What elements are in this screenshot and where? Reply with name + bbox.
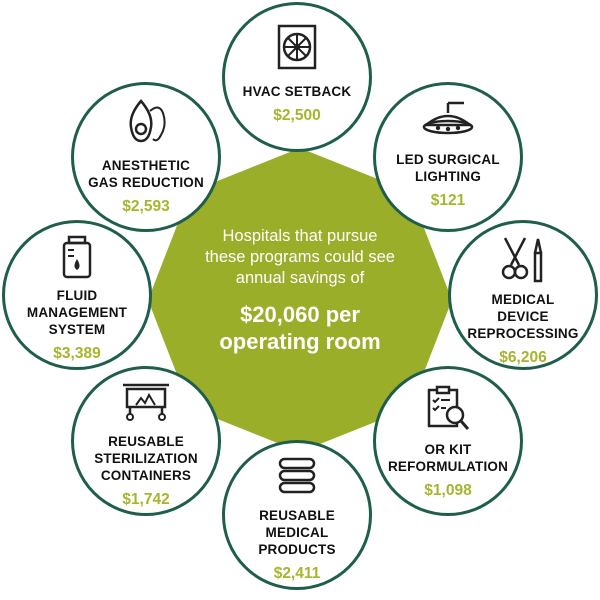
- label-line: PRODUCTS: [258, 542, 336, 557]
- label-line: LED SURGICAL: [396, 152, 500, 167]
- label-line: MANAGEMENT: [26, 305, 128, 320]
- sterilization-cart-icon: [123, 383, 169, 421]
- program-value: $6,206: [499, 349, 547, 366]
- program-medical-device-reprocessing: MEDICAL DEVICE REPROCESSING $6,206: [448, 220, 598, 370]
- clipboard-magnifier-icon: [427, 385, 470, 430]
- program-value: $2,593: [122, 198, 170, 215]
- label-line: LIGHTING: [414, 169, 482, 184]
- program-hvac-setback: HVAC SETBACK $2,500: [222, 2, 372, 152]
- center-message: Hospitals that pursue these programs cou…: [190, 226, 410, 355]
- program-or-kit-reformulation: OR KIT REFORMULATION $1,098: [373, 366, 523, 516]
- program-value: $2,411: [273, 565, 321, 582]
- folded-linens-icon: [278, 457, 316, 494]
- program-label: FLUID MANAGEMENT SYSTEM: [5, 287, 149, 338]
- label-line: REUSABLE: [108, 434, 184, 449]
- label-line: FLUID: [56, 288, 98, 303]
- program-led-surgical-lighting: LED SURGICAL LIGHTING $121: [373, 82, 523, 232]
- program-value: $1,742: [122, 491, 170, 508]
- program-label: OR KIT REFORMULATION: [376, 441, 520, 475]
- label-line: OR KIT: [424, 442, 472, 457]
- surgical-light-icon: [422, 101, 474, 135]
- program-label: MEDICAL DEVICE REPROCESSING: [451, 291, 595, 342]
- fluid-canister-icon: [62, 235, 92, 279]
- label-line: HVAC SETBACK: [242, 84, 352, 99]
- program-value: $3,389: [53, 345, 101, 362]
- program-reusable-medical-products: REUSABLE MEDICAL PRODUCTS $2,411: [222, 440, 372, 590]
- center-scalloped-shape: [148, 148, 452, 452]
- program-label: REUSABLE MEDICAL PRODUCTS: [225, 507, 369, 558]
- center-line-3: annual savings of: [235, 269, 365, 287]
- label-line: GAS REDUCTION: [88, 175, 204, 190]
- label-line: REUSABLE: [259, 508, 335, 523]
- program-label: ANESTHETIC GAS REDUCTION: [74, 157, 218, 191]
- label-line: ANESTHETIC: [101, 158, 191, 173]
- gas-mask-icon: [129, 99, 166, 143]
- program-label: LED SURGICAL LIGHTING: [376, 151, 520, 185]
- center-amount: $20,060 per operating room: [190, 301, 410, 355]
- label-line: SYSTEM: [48, 322, 106, 337]
- program-value: $1,098: [424, 482, 472, 499]
- program-fluid-management-system: FLUID MANAGEMENT SYSTEM $3,389: [2, 220, 152, 370]
- center-amount-line-2: operating room: [219, 329, 381, 354]
- center-line-2: these programs could see: [205, 248, 395, 266]
- label-line: REPROCESSING: [467, 326, 579, 341]
- vent-fan-icon: [277, 24, 317, 70]
- surgical-tools-icon: [501, 237, 543, 283]
- program-label: REUSABLE STERILIZATION CONTAINERS: [74, 433, 218, 484]
- label-line: MEDICAL: [491, 292, 555, 307]
- center-line-1: Hospitals that pursue: [222, 227, 378, 245]
- label-line: STERILIZATION: [94, 451, 198, 466]
- label-line: REFORMULATION: [387, 459, 509, 474]
- program-value: $2,500: [273, 107, 321, 124]
- label-line: CONTAINERS: [100, 468, 192, 483]
- label-line: DEVICE: [497, 309, 549, 324]
- program-anesthetic-gas-reduction: ANESTHETIC GAS REDUCTION $2,593: [71, 82, 221, 232]
- center-amount-line-1: $20,060 per: [240, 302, 360, 327]
- label-line: MEDICAL: [265, 525, 329, 540]
- program-reusable-sterilization-containers: REUSABLE STERILIZATION CONTAINERS $1,742: [71, 366, 221, 516]
- program-label: HVAC SETBACK: [225, 83, 369, 100]
- program-value: $121: [430, 192, 466, 209]
